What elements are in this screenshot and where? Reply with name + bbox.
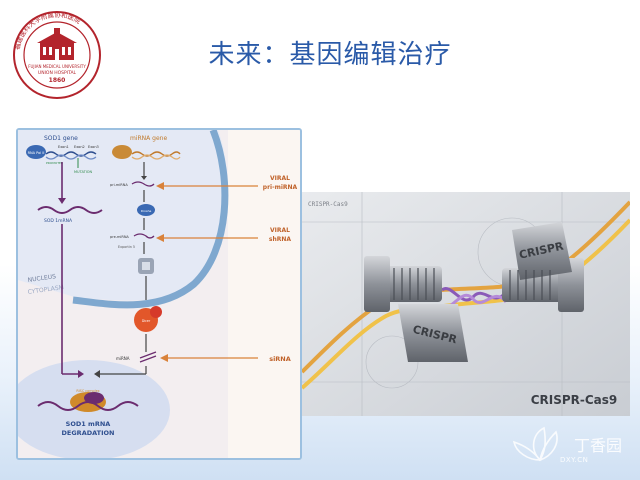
logo-center-line1: FUJIAN MEDICAL UNIVERSITY (28, 64, 86, 69)
hospital-logo: 福建医科大学附属协和医院 FUJIAN MEDICAL UNIVERSITY U… (12, 10, 101, 99)
viral2-line1: VIRAL (270, 227, 290, 234)
cytoplasm-label: CYTOPLASM (27, 284, 64, 296)
exportin-label: Exportin 5 (118, 245, 135, 249)
risc-label: RISC complex (76, 389, 99, 393)
watermark-name: 丁香园 (574, 436, 623, 455)
crispr-illustration: CRISPR-Cas9 (302, 192, 630, 416)
mirna-label: miRNA (116, 356, 130, 361)
degradation-line1: SOD1 mRNA (66, 420, 111, 428)
dxy-watermark (512, 426, 558, 462)
pre-mirna-label: pre-miRNA (110, 235, 129, 239)
mirna-pol-icon (112, 145, 132, 159)
crispr-wrench-left (364, 256, 468, 362)
logo-center-line2: UNION HOSPITAL (38, 70, 77, 76)
nuclear-pore-icon (138, 258, 154, 274)
viral1-line2: pri-miRNA (263, 184, 298, 191)
dicer-label: Dicer (142, 319, 151, 323)
crispr-illustration-panel: CRISPR-Cas9 (302, 192, 630, 416)
rnai-diagram-panel: SOD1 gene RNA Pol II Exon1 Exon2 Exon3 P… (16, 128, 302, 460)
nucleus-label: NUCLEUS (27, 273, 56, 284)
nuclear-membrane (72, 130, 229, 309)
mirna-gene-label: miRNA gene (130, 135, 167, 142)
flower-icon (512, 426, 558, 462)
slide-title: 未来：基因编辑治疗 (208, 40, 452, 70)
sod1-promoter: PROMOTER (46, 161, 63, 165)
building-icon (37, 28, 77, 60)
dicer-icon (134, 306, 162, 332)
nucleus-region (18, 130, 228, 301)
sod1-exon3: Exon3 (88, 145, 99, 149)
logo-year: 1860 (49, 77, 66, 84)
watermark-url: DXY.CN (560, 456, 589, 464)
degradation-line2: DEGRADATION (62, 429, 115, 437)
sod1-exon2: Exon2 (74, 145, 85, 149)
crispr-wrench-right (502, 222, 584, 312)
sod1-mrna-label: SOD 1mRNA (44, 218, 73, 224)
sod1-gene-label: SOD1 gene (44, 135, 78, 142)
sod1-mrna-strand (37, 206, 103, 214)
mutation-label: MUTATION (74, 170, 92, 174)
drosha-icon (137, 204, 155, 216)
pri-mirna-label: pri-miRNA (110, 183, 128, 187)
drosha-label: Drosha (141, 209, 152, 213)
sirna-label: siRNA (269, 355, 291, 363)
crispr-top-tag: CRISPR-Cas9 (308, 201, 348, 208)
crispr-caption: CRISPR-Cas9 (531, 393, 618, 407)
viral2-line2: shRNA (269, 236, 291, 243)
rna-pol-icon (26, 145, 46, 159)
sod1-exon1: Exon1 (58, 145, 69, 149)
rna-pol-label: RNA Pol II (28, 151, 45, 155)
rnai-diagram: SOD1 gene RNA Pol II Exon1 Exon2 Exon3 P… (18, 130, 300, 458)
viral1-line1: VIRAL (270, 175, 290, 182)
